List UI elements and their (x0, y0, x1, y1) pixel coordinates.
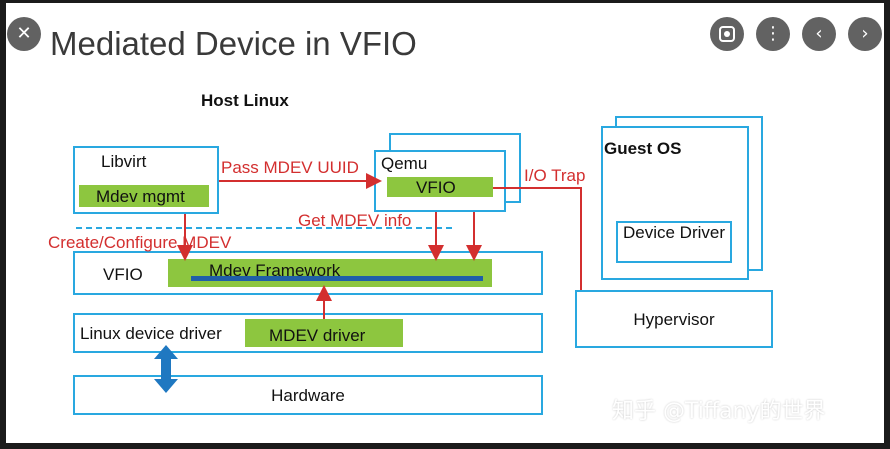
mdev-framework-bar (191, 276, 483, 281)
close-button[interactable]: ✕ (7, 17, 41, 51)
page-title: Mediated Device in VFIO (50, 25, 417, 62)
more-button[interactable]: ⋮ (756, 17, 790, 51)
vfio-layer-label: VFIO (103, 265, 143, 284)
create-mdev-label: Create/Configure MDEV (48, 233, 232, 252)
vfio-small-label: VFIO (416, 178, 456, 197)
pass-uuid-label: Pass MDEV UUID (221, 158, 359, 177)
device-driver-label: Device Driver (622, 223, 726, 242)
libvirt-label: Libvirt (101, 152, 147, 171)
hardware-label: Hardware (271, 386, 345, 405)
prev-icon: ‹ (815, 23, 823, 44)
connector-layer (76, 173, 582, 393)
watermark: 知乎 @Tiffany的世界 (612, 399, 826, 424)
hypervisor-box (575, 290, 773, 348)
mdev-mgmt-label: Mdev mgmt (96, 187, 185, 206)
host-linux-label: Host Linux (201, 91, 289, 110)
qemu-label: Qemu (381, 154, 428, 173)
lens-icon (719, 26, 735, 42)
next-button[interactable]: › (848, 17, 882, 51)
mdev-framework-label: Mdev Framework (209, 261, 341, 280)
io-trap-line (493, 187, 582, 290)
device-driver-box (616, 221, 732, 263)
hypervisor-label: Hypervisor (633, 310, 715, 329)
mdev-mgmt-block (79, 185, 209, 207)
lens-button[interactable] (710, 17, 744, 51)
prev-button[interactable]: ‹ (802, 17, 836, 51)
get-info-label: Get MDEV info (298, 211, 412, 230)
mdev-driver-label: MDEV driver (269, 326, 366, 345)
more-icon: ⋮ (764, 23, 782, 44)
diagram-slide: Mediated Device in VFIO Host Linux Libvi… (6, 3, 884, 443)
io-trap-label: I/O Trap (524, 166, 586, 185)
linux-driver-label: Linux device driver (80, 324, 222, 343)
hardware-box (73, 375, 543, 415)
next-icon: › (861, 23, 869, 44)
driver-hardware-arrow (154, 345, 178, 393)
vfio-small-block (387, 177, 493, 197)
guest-os-label: Guest OS (604, 139, 682, 158)
mdev-driver-block (245, 319, 403, 347)
mdev-framework-block (168, 259, 492, 287)
close-icon: ✕ (16, 23, 32, 44)
